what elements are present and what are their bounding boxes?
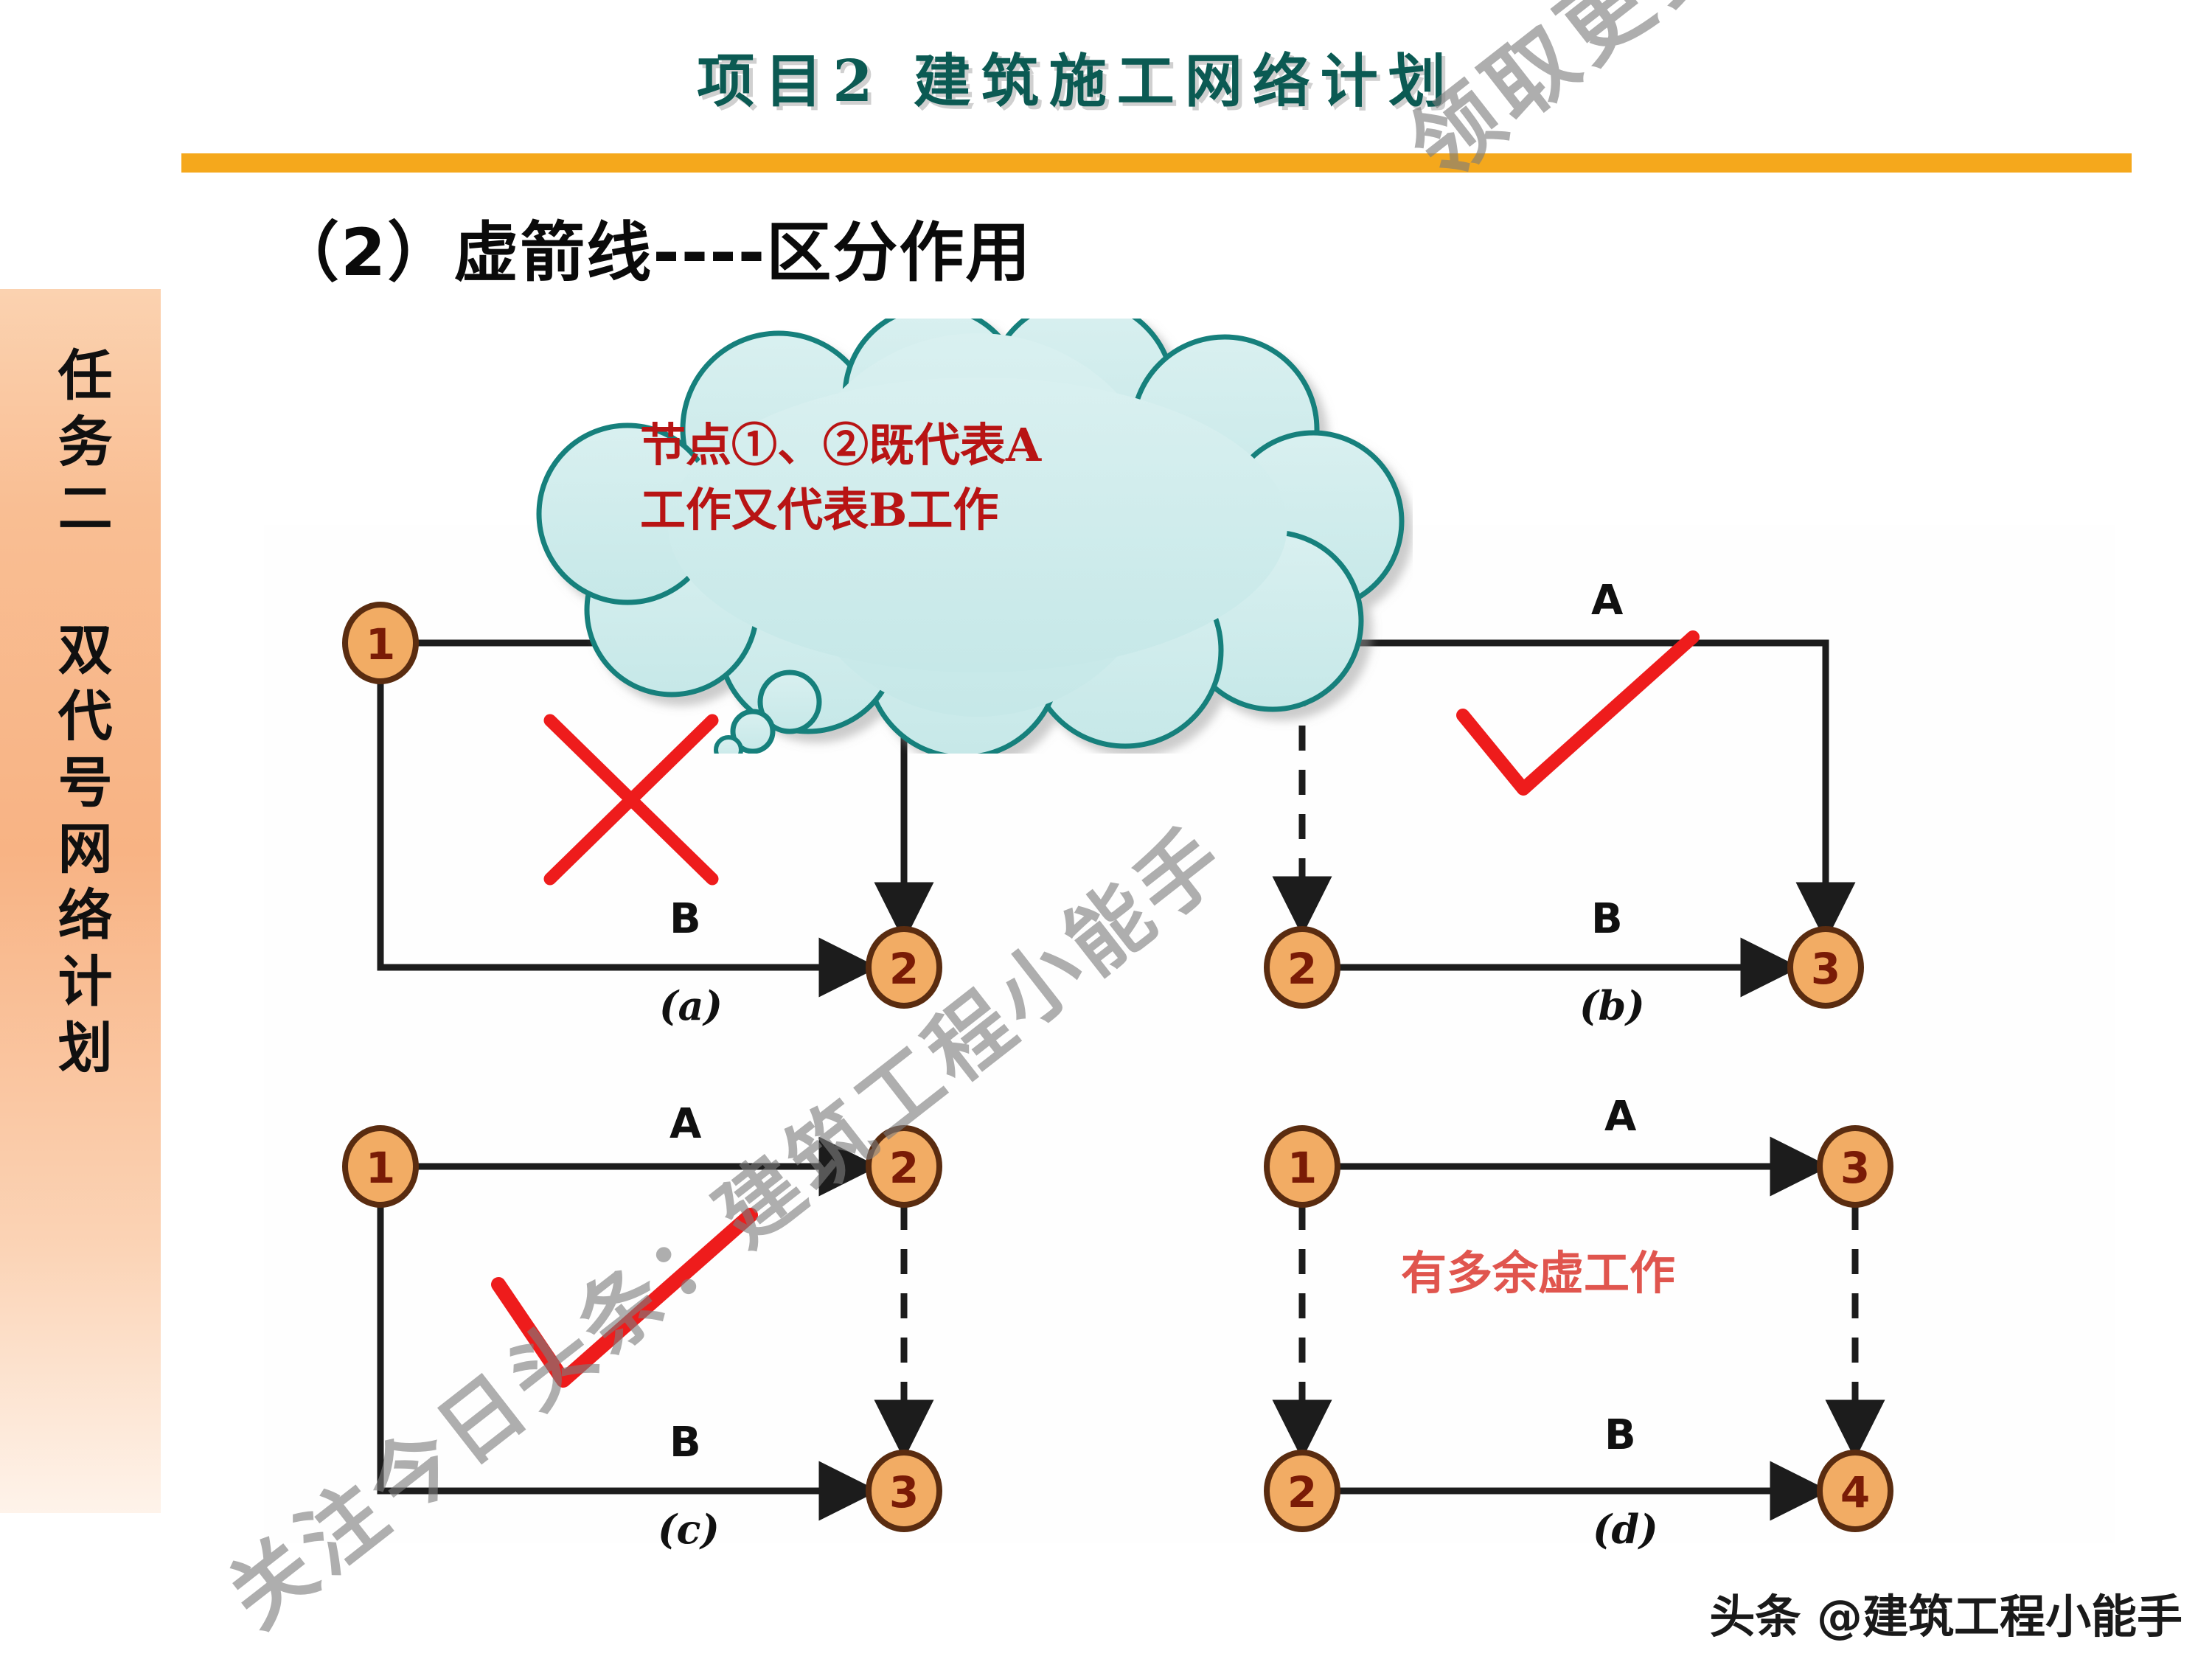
edge-label-a: A — [669, 1100, 702, 1148]
diagram-b: 1 2 3 A B (b) — [1206, 554, 1958, 1029]
diagram-a-caption: (a) — [659, 982, 723, 1029]
diagram-c: 1 2 3 A B (c) — [285, 1078, 1037, 1553]
check-mark-icon — [491, 1208, 758, 1388]
node-1[interactable]: 1 — [1264, 1125, 1340, 1208]
node-1[interactable]: 1 — [342, 602, 419, 684]
edge-label-b: B — [1591, 895, 1623, 943]
node-2[interactable]: 2 — [866, 1125, 942, 1208]
header-divider-rule — [181, 153, 2132, 173]
sidebar-item-label: 任务二 双代号网络计划 — [49, 347, 113, 1085]
diagram-d-graphic: 1 3 2 4 — [1264, 1125, 1893, 1532]
edge-b-path — [377, 678, 879, 998]
node-1-label: 1 — [1287, 1143, 1317, 1193]
node-3-label: 3 — [1811, 944, 1840, 994]
node-2[interactable]: 2 — [866, 926, 942, 1009]
redundant-dummy-note: 有多余虚工作 — [1401, 1246, 1676, 1300]
node-3[interactable]: 3 — [866, 1450, 942, 1532]
node-2[interactable]: 2 — [1264, 926, 1340, 1009]
cloud-shape — [536, 297, 1405, 765]
section-subtitle: （2）虚箭线----区分作用 — [274, 215, 1032, 291]
edge-b-path — [377, 1205, 879, 1521]
cloud-tail — [714, 669, 822, 765]
node-3-label: 3 — [1840, 1143, 1870, 1193]
node-4-label: 4 — [1840, 1467, 1870, 1517]
cloud-body — [536, 297, 1405, 760]
edge-label-a: A — [1604, 1093, 1637, 1141]
diagram-d: 1 3 2 4 A B (d) — [1206, 1078, 1988, 1553]
node-2-label: 2 — [889, 944, 919, 994]
cross-mark-icon — [543, 714, 719, 886]
diagram-c-graphic: 1 2 3 — [342, 1125, 942, 1532]
node-3-label: 3 — [889, 1467, 919, 1517]
node-1-label: 1 — [366, 619, 395, 669]
edge-a-path — [1338, 639, 1856, 942]
footer-brand-label: 头条 @建筑工程小能手 — [1709, 1590, 2183, 1644]
diagram-c-caption: (c) — [658, 1506, 720, 1553]
sidebar: 任务二 双代号网络计划 — [0, 289, 161, 1513]
node-1[interactable]: 1 — [342, 1125, 419, 1208]
edge-label-a: A — [1591, 577, 1624, 625]
callout-text: 节点①、②既代表A 工作又代表B工作 — [640, 418, 1042, 538]
node-2[interactable]: 2 — [1264, 1450, 1340, 1532]
node-3[interactable]: 3 — [1787, 926, 1864, 1009]
edge-label-b: B — [669, 895, 701, 943]
thought-cloud-callout: 节点①、②既代表A 工作又代表B工作 — [535, 297, 1413, 765]
node-1-label: 1 — [366, 1143, 395, 1193]
node-4[interactable]: 4 — [1817, 1450, 1893, 1532]
edge-label-b: B — [1604, 1411, 1636, 1459]
diagram-a-graphic: 1 2 — [342, 602, 942, 1009]
edge-label-b: B — [669, 1419, 701, 1467]
diagram-b-caption: (b) — [1579, 982, 1645, 1029]
node-2-label: 2 — [1287, 944, 1317, 994]
check-mark-icon — [1456, 630, 1700, 796]
diagram-a: 1 2 A B (a) — [285, 554, 1037, 1029]
diagram-d-caption: (d) — [1593, 1506, 1658, 1553]
page-title: 项目2 建筑施工网络计划 — [697, 48, 1456, 115]
node-2-label: 2 — [1287, 1467, 1317, 1517]
node-3[interactable]: 3 — [1817, 1125, 1893, 1208]
node-2-label: 2 — [889, 1143, 919, 1193]
